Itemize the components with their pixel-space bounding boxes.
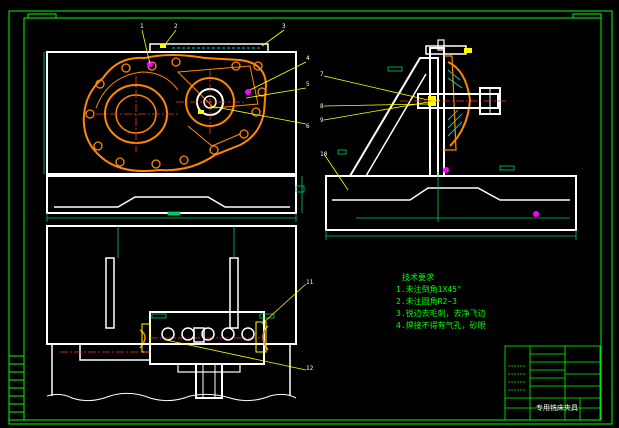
- balloon-11: 11: [306, 279, 314, 286]
- balloon-12: 12: [306, 365, 314, 372]
- technical-notes: 技术要求 1.未注倒角1X45° 2.未注圆角R2~3 3.锐边去毛刺，去净飞边…: [396, 272, 486, 330]
- balloon-10: 10: [320, 151, 328, 158]
- balloon-5: 5: [306, 81, 310, 88]
- balloon-7: 7: [320, 71, 324, 78]
- side-view: [325, 39, 577, 240]
- title-block: [504, 345, 601, 421]
- drawing-frame: [8, 10, 613, 425]
- balloon-8: 8: [320, 103, 324, 110]
- balloon-1: 1: [140, 23, 144, 30]
- notes-title: 技术要求: [402, 272, 434, 282]
- balloon-6: 6: [306, 123, 310, 130]
- note-line-1: 1.未注倒角1X45°: [396, 284, 462, 294]
- note-line-2: 2.未注圆角R2~3: [396, 296, 457, 306]
- note-line-4: 4.焊接不得有气孔，砂眼: [396, 320, 486, 330]
- front-view: [43, 43, 305, 227]
- leader-lines: [141, 29, 441, 371]
- balloon-4: 4: [306, 55, 310, 62]
- top-view: [46, 225, 297, 402]
- balloon-3: 3: [282, 23, 286, 30]
- title-block-drawing-name: 专用铣床夹具: [536, 403, 578, 412]
- balloon-9: 9: [320, 117, 324, 124]
- balloon-2: 2: [174, 23, 178, 30]
- note-line-3: 3.锐边去毛刺，去净飞边: [396, 308, 486, 318]
- balloon-labels: 1 2 3 4 5 6 7 8 9 10 11 12: [140, 23, 328, 372]
